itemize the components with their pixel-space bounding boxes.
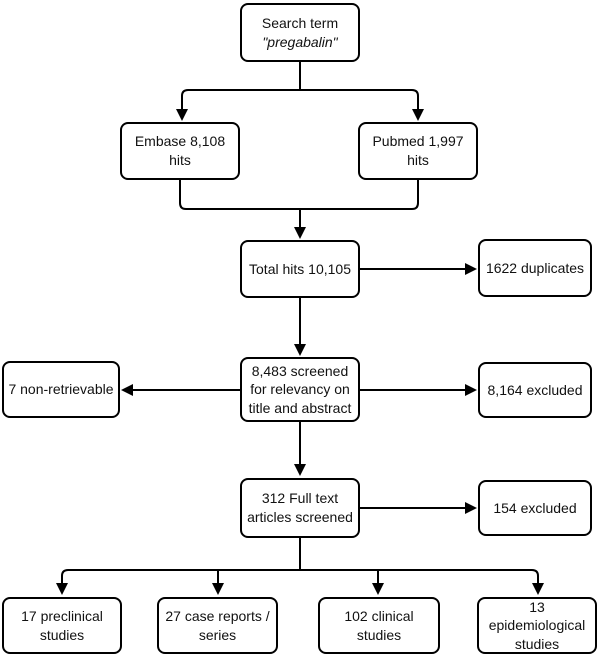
- epidemiological-label: 13 epidemiological studies: [488, 598, 586, 652]
- pubmed-label: Pubmed 1,997 hits: [372, 133, 464, 168]
- non-retrievable-label: 7 non-retrievable: [8, 381, 114, 398]
- connector-branch-to-preclinical: [56, 569, 300, 595]
- node-embase-hits: Embase 8,108 hits: [120, 122, 240, 180]
- node-case-reports: 27 case reports / series: [157, 597, 278, 654]
- node-excluded-full-text: 154 excluded: [478, 480, 592, 536]
- node-duplicates: 1622 duplicates: [478, 239, 592, 297]
- node-non-retrievable: 7 non-retrievable: [2, 361, 120, 418]
- node-clinical-studies: 102 clinical studies: [318, 597, 440, 654]
- search-term-query: "pregabalin": [262, 33, 338, 50]
- node-pubmed-hits: Pubmed 1,997 hits: [358, 122, 478, 180]
- node-full-text-screened: 312 Full text articles screened: [240, 478, 360, 538]
- node-excluded-screening: 8,164 excluded: [478, 362, 592, 418]
- preclinical-label: 17 preclinical studies: [21, 607, 103, 643]
- connector-search-to-embase: [176, 89, 300, 121]
- node-screened-relevancy: 8,483 screened for relevancy on title an…: [240, 357, 360, 422]
- connector-merge-embase-pubmed: [179, 180, 419, 210]
- case-reports-label: 27 case reports / series: [165, 607, 270, 643]
- connector-branch-to-epidemiological: [300, 569, 544, 595]
- search-term-label: Search term: [261, 14, 339, 31]
- clinical-label: 102 clinical studies: [344, 607, 414, 643]
- connector-search-to-pubmed: [300, 89, 424, 121]
- node-total-hits: Total hits 10,105: [240, 240, 360, 298]
- screened-label: 8,483 screened for relevancy on title an…: [248, 362, 352, 416]
- node-preclinical-studies: 17 preclinical studies: [2, 597, 122, 654]
- node-epidemiological-studies: 13 epidemiological studies: [477, 597, 597, 654]
- excluded-screening-label: 8,164 excluded: [487, 381, 583, 398]
- embase-label: Embase 8,108 hits: [134, 133, 226, 168]
- total-hits-label: Total hits 10,105: [249, 260, 351, 277]
- excluded-full-text-label: 154 excluded: [493, 499, 577, 516]
- full-text-label: 312 Full text articles screened: [247, 490, 353, 525]
- duplicates-label: 1622 duplicates: [485, 259, 585, 276]
- node-search-term: Search term "pregabalin": [240, 3, 360, 62]
